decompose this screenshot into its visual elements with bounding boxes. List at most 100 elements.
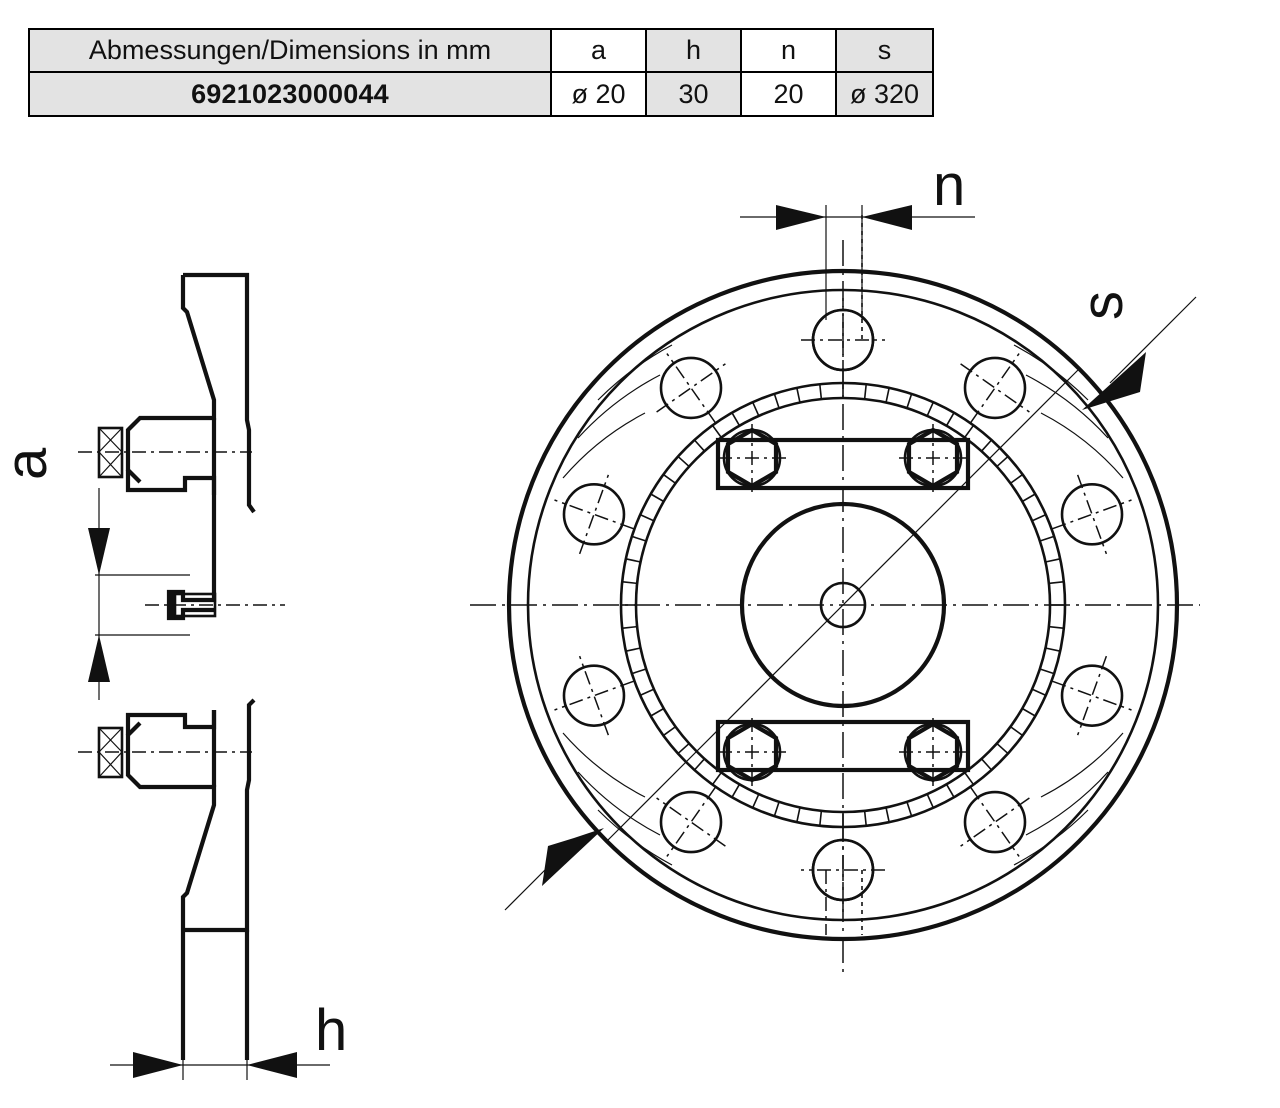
knurl-tooth [694,439,705,452]
leader-s-upper: s [1070,291,1197,410]
knurl-tooth [1040,535,1054,542]
dimension-h: h [110,995,347,1080]
dimension-a: a [0,447,190,700]
knurl-tooth [663,726,676,736]
surface-arc-group-lower-right [1013,732,1124,866]
bolt-hole-icon [960,353,1030,423]
knurl-tooth [981,439,992,452]
knurl-tooth [906,394,913,408]
table-col-header-s: s [835,28,934,73]
knurl-tooth [906,802,913,816]
knurl-tooth [964,425,974,438]
knurl-tooth [1010,726,1023,736]
outer-rim-inner-circle [526,288,1160,922]
table-description-header: Abmessungen/Dimensions in mm [28,28,552,73]
centerline-icon [578,474,610,555]
side-section-view [78,272,285,1060]
knurl-tooth [640,688,654,696]
knurl-tooth [663,474,676,484]
knurl-tooth [946,784,955,798]
table-value-n: 20 [740,71,837,117]
knurl-tooth [863,384,867,399]
bolt-hole-icon [656,353,726,423]
knurl-tooth [1032,514,1046,522]
hex-bolt-icon [718,718,786,786]
centerline-icon [1076,474,1108,555]
leader-s-lower [504,828,604,911]
dimension-arrow-icon [133,1052,183,1078]
knurl-tooth [964,772,974,785]
hex-bolt-icon [899,718,967,786]
bolt-hole-icon [554,474,634,555]
knurl-tooth [1045,558,1060,563]
knurl-tooth [712,425,722,438]
knurl-tooth [1040,668,1054,675]
knurl-tooth [1049,625,1064,629]
centerline-icon [578,655,610,736]
dimension-arrow-icon [776,205,826,230]
hex-bolt-icon [899,424,967,492]
table-row: 6921023000044 ø 20 30 20 ø 320 [28,71,934,117]
leader-arrow-icon [1082,352,1146,410]
dimension-label-s: s [1070,291,1135,320]
knurl-tooth [1022,493,1036,502]
surface-arc-group-upper-left [562,344,673,479]
table-value-h: 30 [645,71,742,117]
dimension-arrow-icon [88,528,110,575]
knurl-tooth [650,708,664,717]
bolt-hole-icon [811,838,875,902]
dimension-arrow-icon [862,205,912,230]
dimension-arrow-icon [88,635,110,682]
knurl-tooth [981,758,992,771]
knurl-tooth [926,402,934,416]
center-hole-circle [819,581,867,629]
center-pin [169,592,217,620]
bolt-hole-group [554,215,1132,935]
dimension-label-a: a [0,447,59,480]
bolt-hole-icon [1052,655,1132,736]
knurl-tooth [622,625,637,629]
knurl-tooth [677,456,690,467]
knurl-tooth [1049,581,1064,585]
knurl-tooth [863,811,867,826]
knurl-tooth [632,535,646,542]
knurl-tooth [773,802,780,816]
table-value-a: ø 20 [550,71,647,117]
knurl-tooth [773,394,780,408]
surface-arc-group-upper-right [1013,344,1124,479]
knurl-tooth [1010,474,1023,484]
leader-arrow-icon [542,828,604,886]
knurl-tooth [694,758,705,771]
dimension-n: n [740,153,975,320]
knurl-tooth [632,668,646,675]
knurl-tooth [752,402,760,416]
knurl-tooth [996,743,1009,754]
knurl-tooth [796,807,801,822]
knurl-tooth [946,412,955,426]
knurl-tooth [650,493,664,502]
table-col-header-h: h [645,28,742,73]
knurl-tooth [1032,688,1046,696]
table-col-header-a: a [550,28,647,73]
knurl-tooth [885,388,890,403]
bolt-hole-icon [656,787,726,857]
knurl-tooth [712,772,722,785]
hex-bolt-icon [718,424,786,492]
knurl-tooth [640,514,654,522]
dimension-label-n: n [933,153,965,218]
dimension-arrow-icon [247,1052,297,1078]
bolt-hole-icon [811,308,875,372]
clamp-bar-lower [715,718,971,786]
knurled-ring-icon [619,381,1067,829]
clamp-bar-upper [715,424,971,492]
knurl-tooth [1045,647,1060,652]
diameter-line-s [607,369,1079,841]
knurl-tooth [1022,708,1036,717]
bolt-hole-icon [960,787,1030,857]
centerline-icon [1076,655,1108,736]
knurl-tooth [626,558,641,563]
center-bore-circle [739,501,947,709]
table-value-s: ø 320 [835,71,934,117]
surface-arc-group-lower-left [562,732,673,866]
